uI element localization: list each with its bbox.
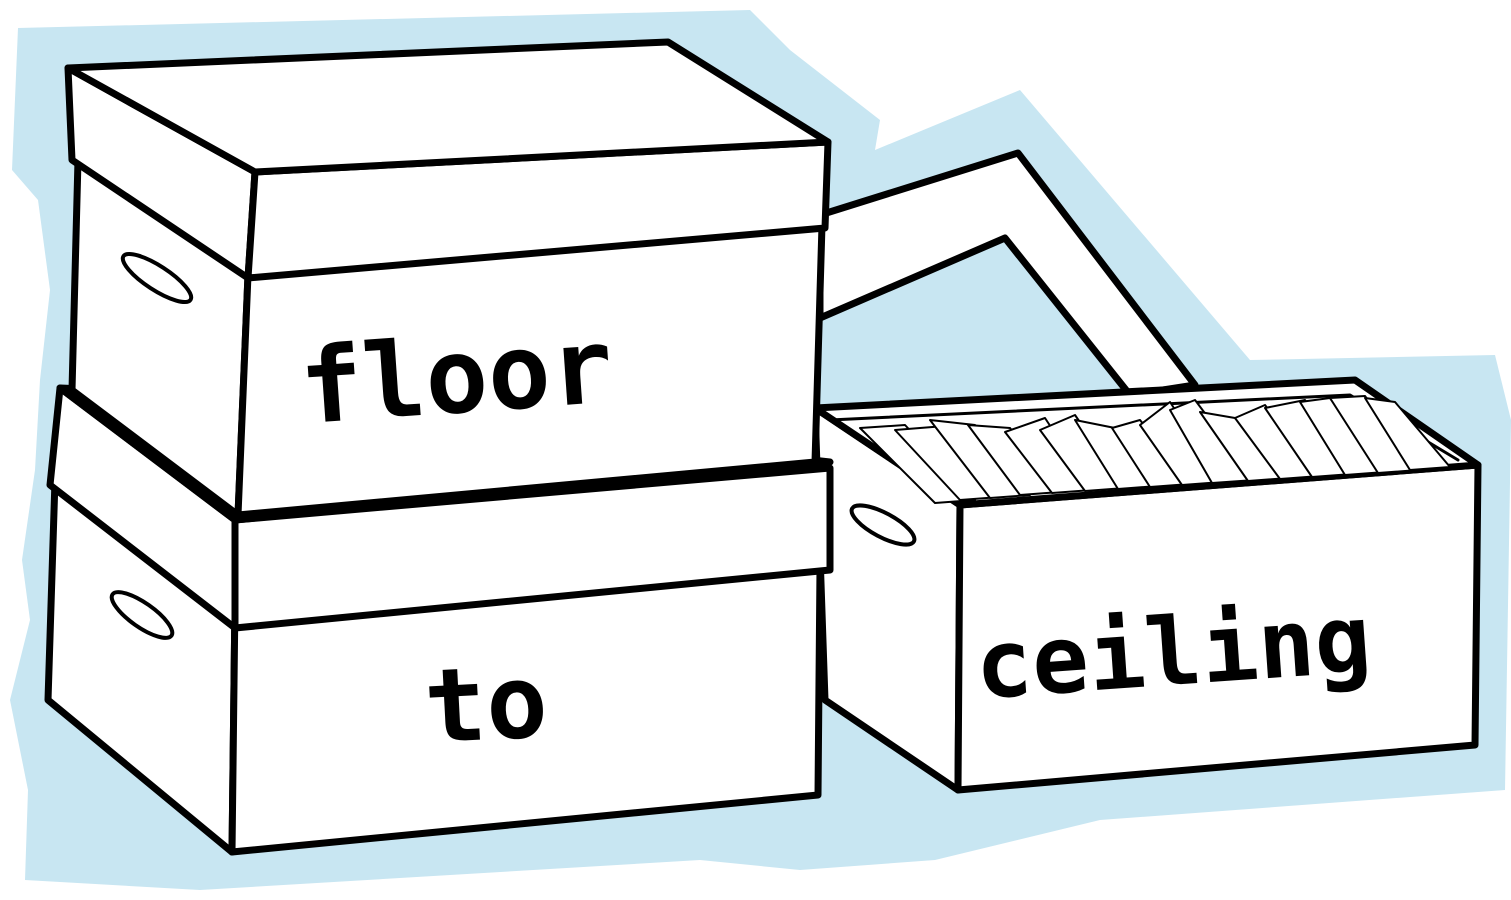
- top-box: floor: [64, 38, 832, 519]
- open-box-handle: [849, 503, 917, 547]
- word-floor: floor: [296, 305, 617, 449]
- open-file-box: ceiling: [811, 149, 1482, 794]
- word-to: to: [422, 642, 551, 767]
- file-folders: [859, 395, 1451, 504]
- top-box-handle: [120, 252, 194, 304]
- bottom-box-handle: [109, 590, 175, 640]
- top-lid-top: [64, 38, 832, 176]
